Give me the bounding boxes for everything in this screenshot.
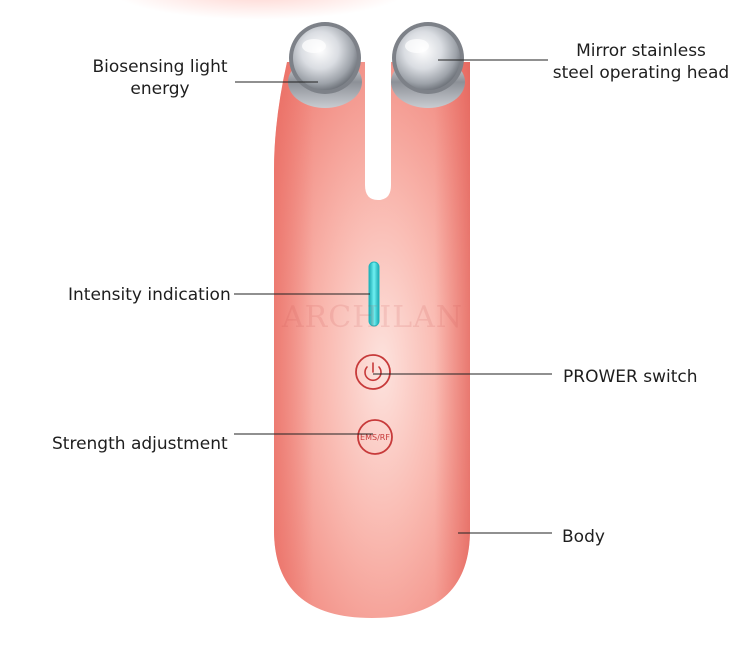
label-mirror-line1: Mirror stainless (576, 41, 706, 61)
strength-button[interactable]: EMS/RF (357, 419, 393, 455)
device-body-shade (274, 62, 470, 618)
strength-button-label: EMS/RF (360, 433, 390, 442)
label-mirror: Mirror stainless steel operating head (548, 40, 734, 84)
top-glow (110, 0, 410, 20)
brand-watermark: ARCHILAN (282, 300, 464, 335)
label-strength: Strength adjustment (52, 434, 228, 454)
label-power: PROWER switch (563, 367, 698, 387)
right-operating-head (391, 22, 465, 108)
label-biosensing-line1: Biosensing light (92, 57, 228, 77)
label-body: Body (562, 527, 605, 547)
power-icon (364, 362, 382, 382)
leader-lines (234, 59, 552, 534)
label-mirror-line2: steel operating head (552, 63, 730, 83)
label-biosensing-line2: energy (130, 79, 190, 99)
label-intensity: Intensity indication (68, 285, 231, 305)
power-button[interactable] (355, 354, 391, 390)
label-biosensing: Biosensing light energy (90, 56, 230, 100)
left-operating-head (288, 22, 362, 108)
